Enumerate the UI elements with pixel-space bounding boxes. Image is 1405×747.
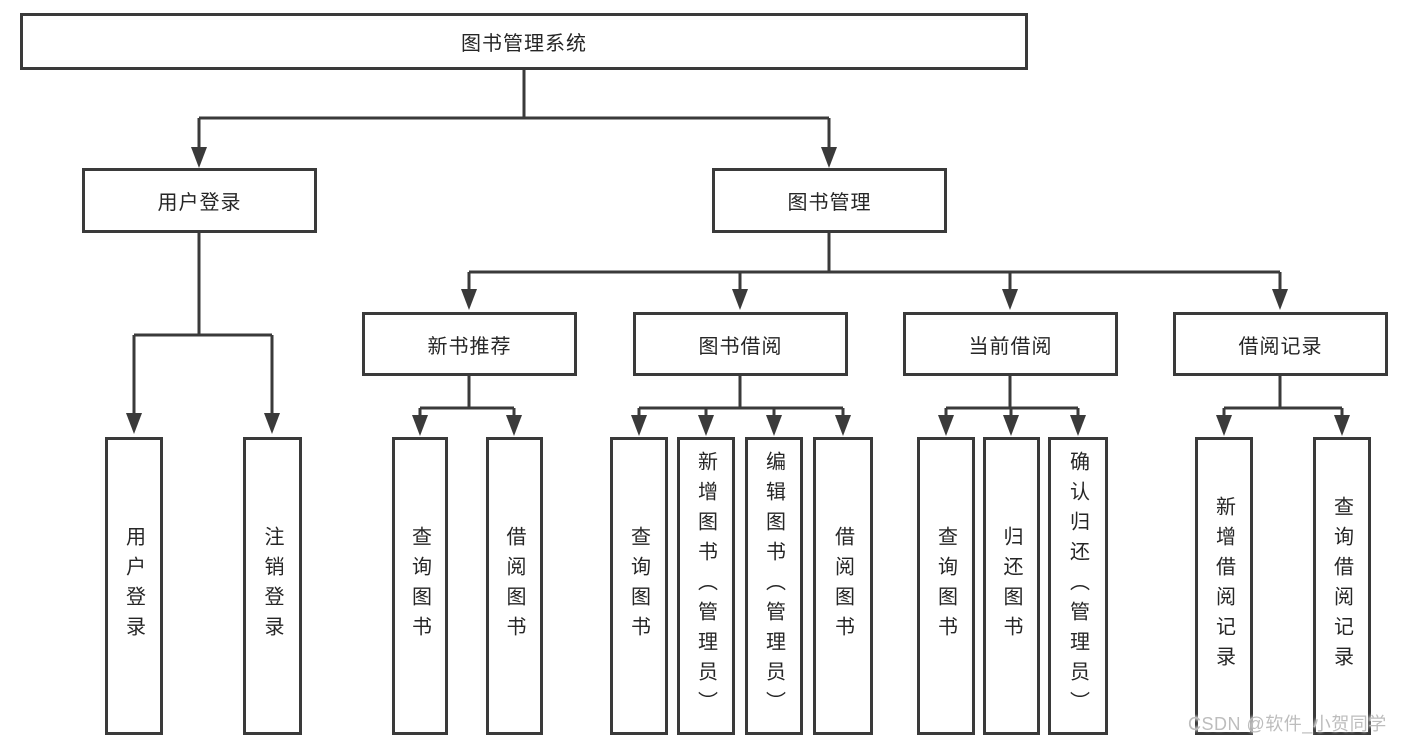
node-confirm-return-admin: 确认归还（管理员） [1048, 437, 1108, 735]
csdn-watermark: CSDN @软件_小贺同学 [1188, 714, 1387, 734]
node-edit-books-admin: 编辑图书（管理员） [745, 437, 803, 735]
node-current-borrowing: 当前借阅 [903, 312, 1118, 376]
node-borrow-books-recommend: 借阅图书 [486, 437, 543, 735]
node-label: 借阅记录 [1238, 335, 1323, 358]
node-book-management: 图书管理 [712, 168, 947, 233]
node-label: 查询借阅记录 [1330, 496, 1353, 676]
node-label: 查询图书 [934, 526, 957, 646]
node-label: 注销登录 [261, 526, 283, 646]
node-label: 图书借阅 [698, 335, 783, 358]
node-label: 用户登录 [122, 526, 145, 646]
node-logout: 注销登录 [243, 437, 302, 735]
node-book-borrowing: 图书借阅 [633, 312, 848, 376]
node-label: 图书管理系统 [461, 33, 587, 55]
node-label: 新增图书（管理员） [694, 451, 717, 721]
node-label: 当前借阅 [968, 335, 1053, 358]
node-return-books: 归还图书 [983, 437, 1040, 735]
node-user-login-leaf: 用户登录 [105, 437, 163, 735]
node-query-borrow-record: 查询借阅记录 [1313, 437, 1371, 735]
node-borrow-books-leaf: 借阅图书 [813, 437, 873, 735]
node-library-system: 图书管理系统 [20, 13, 1028, 70]
node-query-books-borrowing: 查询图书 [610, 437, 668, 735]
node-label: 借阅图书 [503, 526, 525, 646]
node-label: 新书推荐 [427, 335, 512, 358]
node-query-books-recommend: 查询图书 [392, 437, 448, 735]
node-new-book-recommend: 新书推荐 [362, 312, 577, 376]
node-add-borrow-record: 新增借阅记录 [1195, 437, 1253, 735]
node-label: 用户登录 [157, 192, 242, 214]
node-label: 查询图书 [408, 526, 431, 646]
node-label: 新增借阅记录 [1212, 496, 1235, 676]
node-add-books-admin: 新增图书（管理员） [677, 437, 735, 735]
node-query-books-current: 查询图书 [917, 437, 975, 735]
node-label: 确认归还（管理员） [1066, 451, 1089, 721]
node-user-login: 用户登录 [82, 168, 317, 233]
node-label: 查询图书 [627, 526, 650, 646]
node-label: 编辑图书（管理员） [762, 451, 785, 721]
node-label: 归还图书 [1000, 526, 1022, 646]
node-label: 图书管理 [787, 192, 872, 214]
node-label: 借阅图书 [831, 526, 854, 646]
node-borrow-records: 借阅记录 [1173, 312, 1388, 376]
